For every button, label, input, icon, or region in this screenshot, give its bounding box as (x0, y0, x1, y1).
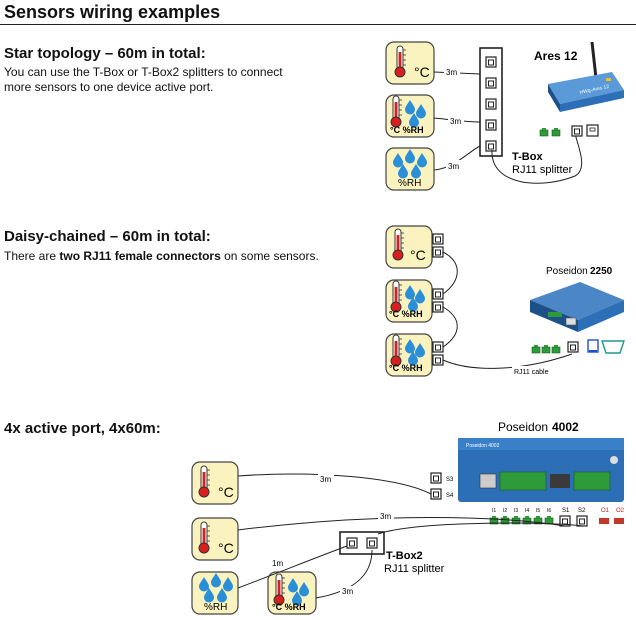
title-divider (0, 24, 636, 25)
terminal-block-icon (541, 344, 551, 354)
rj11-port-icon (567, 341, 579, 353)
port-s3-label: S3 (446, 477, 454, 483)
poseidon4002-device: Poseidon 4002 (458, 438, 624, 502)
poseidon2250-name: Poseidon (546, 266, 588, 277)
tbox-name: T-Box (512, 151, 543, 163)
rj11-port-icon (485, 140, 497, 152)
4x-cable-label-2: 3m (380, 512, 391, 521)
svg-text:I3: I3 (514, 508, 518, 514)
star-cable-label-2: 3m (450, 117, 461, 126)
daisy-text-bold: two RJ11 female connectors (59, 249, 221, 263)
4x-sensor2-label: °C (218, 540, 234, 556)
daisy-text-pre: There are (4, 249, 60, 263)
section-star-text-1: You can use the T-Box or T-Box2 splitter… (4, 65, 283, 79)
poseidon2250-device (530, 282, 624, 332)
tbox2-splitter (339, 531, 385, 555)
svg-text:I4: I4 (525, 508, 529, 514)
section-star-heading: Star topology – 60m in total: (4, 45, 206, 62)
rj11-port-icon (485, 77, 497, 89)
star-sensor-temperature: °C (385, 41, 435, 85)
daisy-sensor-combo-2: °C %RH (385, 333, 444, 377)
terminal-block-icon (531, 344, 541, 354)
tbox2-sub: RJ11 splitter (384, 563, 445, 575)
terminal-block-icon (551, 127, 561, 137)
svg-text:I5: I5 (536, 508, 540, 514)
star-sensor3-label: %RH (398, 178, 421, 189)
daisy-sensor3-label: °C %RH (389, 363, 423, 373)
rj11-port-icon (485, 98, 497, 110)
svg-text:I2: I2 (503, 508, 507, 514)
ares12-device: HWg-Ares 12 (548, 41, 624, 112)
star-cable-label-3: 3m (448, 162, 459, 171)
star-cable-label-1: 3m (446, 68, 457, 77)
4x-sensor1-label: °C (218, 484, 234, 500)
svg-text:I6: I6 (547, 508, 551, 514)
rj11-port-icon (432, 246, 444, 258)
daisy-sensor-temperature: °C (385, 225, 444, 269)
section-daisy-heading: Daisy-chained – 60m in total: (4, 228, 211, 245)
4x-sensor4-label: °C %RH (272, 602, 306, 612)
page-title: Sensors wiring examples (4, 2, 221, 22)
rj11-port-icon (432, 341, 444, 353)
tbox-splitter (479, 47, 503, 157)
daisy-sensor2-label: °C %RH (389, 309, 423, 319)
rj11-port-icon (432, 288, 444, 300)
4x-sensor3-label: %RH (204, 602, 227, 613)
4x-sensor-temperature-2: °C (191, 517, 239, 561)
terminal-block-icon (544, 515, 554, 525)
star-sensor2-label: °C %RH (390, 125, 424, 135)
4x-cable-label-3: 1m (272, 559, 283, 568)
svg-text:I1: I1 (492, 508, 496, 514)
rj11-port-icon (346, 537, 358, 549)
rj11-port-icon (432, 301, 444, 313)
ares-device-name: Ares 12 (534, 49, 578, 63)
svg-text:Poseidon 4002: Poseidon 4002 (466, 443, 500, 449)
rj11-port-icon (576, 515, 588, 527)
rj11-port-icon (430, 472, 442, 484)
star-sensor-combo: °C %RH (385, 94, 435, 138)
port-s1-label: S1 (562, 508, 570, 514)
poseidon2250-model: 2250 (590, 266, 613, 277)
4x-sensor-temperature-1: °C (191, 461, 239, 505)
section-star-text-2: more sensors to one device active port. (4, 80, 214, 94)
rj11-port-icon (432, 233, 444, 245)
port-o2-label: O2 (616, 508, 625, 514)
tbox-sub: RJ11 splitter (512, 164, 573, 176)
rj11-port-icon (571, 125, 583, 137)
rj11-port-icon (366, 537, 378, 549)
section-4x-heading: 4x active port, 4x60m: (4, 420, 161, 437)
section-daisy-text: There are two RJ11 female connectors on … (4, 249, 319, 264)
daisy-sensor1-label: °C (410, 247, 426, 263)
rj11-port-icon (485, 56, 497, 68)
star-sensor-humidity: %RH (385, 147, 435, 191)
4x-cable-label-4: 3m (342, 587, 353, 596)
terminal-block-icon (551, 344, 561, 354)
input-labels: I1 I2 I3 I4 I5 I6 (492, 508, 551, 514)
poseidon4002-model: 4002 (552, 420, 579, 434)
antenna-icon (590, 41, 598, 79)
daisy-text-post: on some sensors. (220, 249, 319, 263)
daisy-sensor-combo-1: °C %RH (385, 279, 444, 323)
star-sensor1-label: °C (414, 64, 430, 80)
4x-sensor-combo: °C %RH (267, 571, 317, 615)
port-s2-label: S2 (578, 508, 586, 514)
4x-sensor-humidity: %RH (191, 571, 239, 615)
rj11-port-icon (430, 488, 442, 500)
4x-cable-label-1: 3m (320, 475, 331, 484)
terminal-block-icon (539, 127, 549, 137)
daisy-cable-label: RJ11 cable (514, 369, 549, 376)
port-s4-label: S4 (446, 493, 454, 499)
poseidon4002-name: Poseidon (498, 420, 548, 434)
rj11-port-icon (432, 354, 444, 366)
port-o1-label: O1 (601, 508, 610, 514)
tbox2-name: T-Box2 (386, 550, 423, 562)
rj11-port-icon (485, 119, 497, 131)
